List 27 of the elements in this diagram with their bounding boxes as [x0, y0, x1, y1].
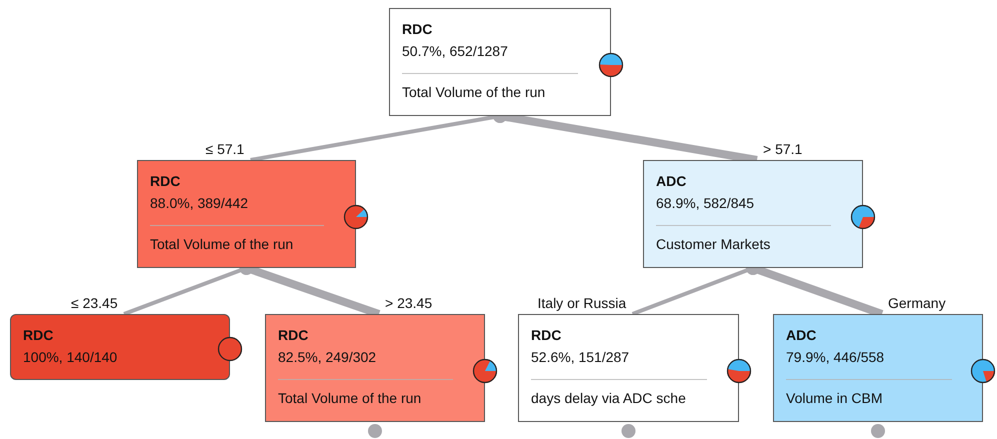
class-label: RDC — [150, 173, 180, 189]
stats-text: 88.0%, 389/442 — [150, 195, 248, 211]
tree-node-box — [773, 314, 983, 422]
class-label: ADC — [656, 173, 686, 189]
tree-node-box — [389, 8, 611, 116]
class-label: RDC — [402, 21, 432, 37]
split-attribute: Total Volume of the run — [402, 84, 546, 100]
class-label: RDC — [531, 327, 562, 343]
split-attribute: Total Volume of the run — [278, 390, 422, 406]
split-attribute: Volume in CBM — [786, 390, 882, 406]
stats-text: 100%, 140/140 — [23, 349, 118, 365]
stats-text: 50.7%, 652/1287 — [402, 43, 508, 59]
tree-node-box — [10, 314, 230, 380]
stats-text: 52.6%, 151/287 — [531, 349, 630, 365]
class-label: ADC — [786, 327, 816, 343]
stats-text: 68.9%, 582/845 — [656, 195, 754, 211]
tree-node-box — [137, 160, 356, 268]
split-attribute: Customer Markets — [656, 236, 770, 252]
split-attribute: Total Volume of the run — [150, 236, 294, 252]
stats-text: 82.5%, 249/302 — [278, 349, 376, 365]
tree-node-box — [643, 160, 863, 268]
tree-node-box — [265, 314, 485, 422]
split-attribute: days delay via ADC sche — [531, 390, 686, 406]
tree-node-box — [518, 314, 739, 422]
class-label: RDC — [278, 327, 308, 343]
class-label: RDC — [23, 327, 54, 343]
stats-text: 79.9%, 446/558 — [786, 349, 884, 365]
